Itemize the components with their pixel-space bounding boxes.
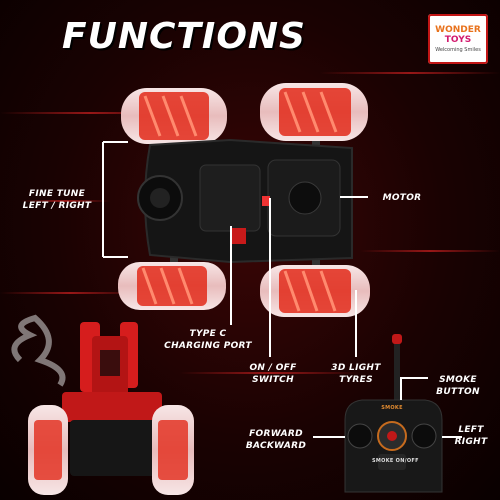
label-on-off-line1: ON / OFF bbox=[249, 363, 297, 373]
label-light-tyres-line2: TYRES bbox=[339, 375, 373, 385]
light-tyre-bottom-right bbox=[260, 265, 370, 317]
label-forward-line2: BACKWARD bbox=[245, 441, 307, 451]
page-title: FUNCTIONS bbox=[62, 16, 306, 57]
label-type-c-line2: CHARGING PORT bbox=[164, 341, 252, 351]
label-on-off-line2: SWITCH bbox=[252, 375, 294, 385]
light-tyre-top-right bbox=[260, 83, 368, 141]
car-chassis bbox=[137, 138, 353, 264]
label-type-c: TYPE C CHARGING PORT bbox=[152, 328, 264, 352]
label-smoke-line2: BUTTON bbox=[436, 387, 480, 397]
label-smoke-button: SMOKE BUTTON bbox=[428, 374, 488, 398]
label-forward-backward: FORWARD BACKWARD bbox=[240, 428, 312, 452]
light-streak bbox=[180, 372, 360, 374]
remote-smoke-button-text: SMOKE ON/OFF bbox=[372, 458, 419, 464]
label-light-tyres-line1: 3D LIGHT bbox=[331, 363, 381, 373]
light-streak bbox=[20, 200, 110, 202]
label-motor-text: MOTOR bbox=[382, 193, 422, 203]
light-tyre-top-left bbox=[121, 88, 227, 144]
light-streak bbox=[0, 292, 140, 294]
logo-tagline: Welcoming Smiles bbox=[435, 47, 481, 53]
callout-lines bbox=[102, 141, 462, 438]
label-on-off: ON / OFF SWITCH bbox=[244, 362, 302, 386]
remote-controller bbox=[344, 334, 443, 493]
label-fine-tune-line1: FINE TUNE bbox=[28, 189, 86, 199]
label-smoke-line1: SMOKE bbox=[439, 375, 477, 385]
label-right-line: RIGHT bbox=[454, 437, 488, 447]
car-side-view bbox=[11, 314, 194, 495]
label-fine-tune: FINE TUNE LEFT / RIGHT bbox=[16, 188, 98, 212]
light-streak bbox=[320, 72, 500, 74]
label-fine-tune-line2: LEFT / RIGHT bbox=[22, 201, 92, 211]
light-streak bbox=[360, 250, 500, 252]
label-forward-line1: FORWARD bbox=[249, 429, 303, 439]
label-light-tyres: 3D LIGHT TYRES bbox=[324, 362, 388, 386]
label-type-c-line1: TYPE C bbox=[189, 329, 227, 339]
label-left-line: LEFT bbox=[458, 425, 484, 435]
remote-brand-text: SMOKE bbox=[381, 405, 403, 411]
light-tyre-bottom-left bbox=[118, 262, 226, 310]
label-left-right: LEFT RIGHT bbox=[450, 424, 492, 448]
light-streak bbox=[0, 112, 180, 114]
label-motor: MOTOR bbox=[376, 192, 428, 204]
